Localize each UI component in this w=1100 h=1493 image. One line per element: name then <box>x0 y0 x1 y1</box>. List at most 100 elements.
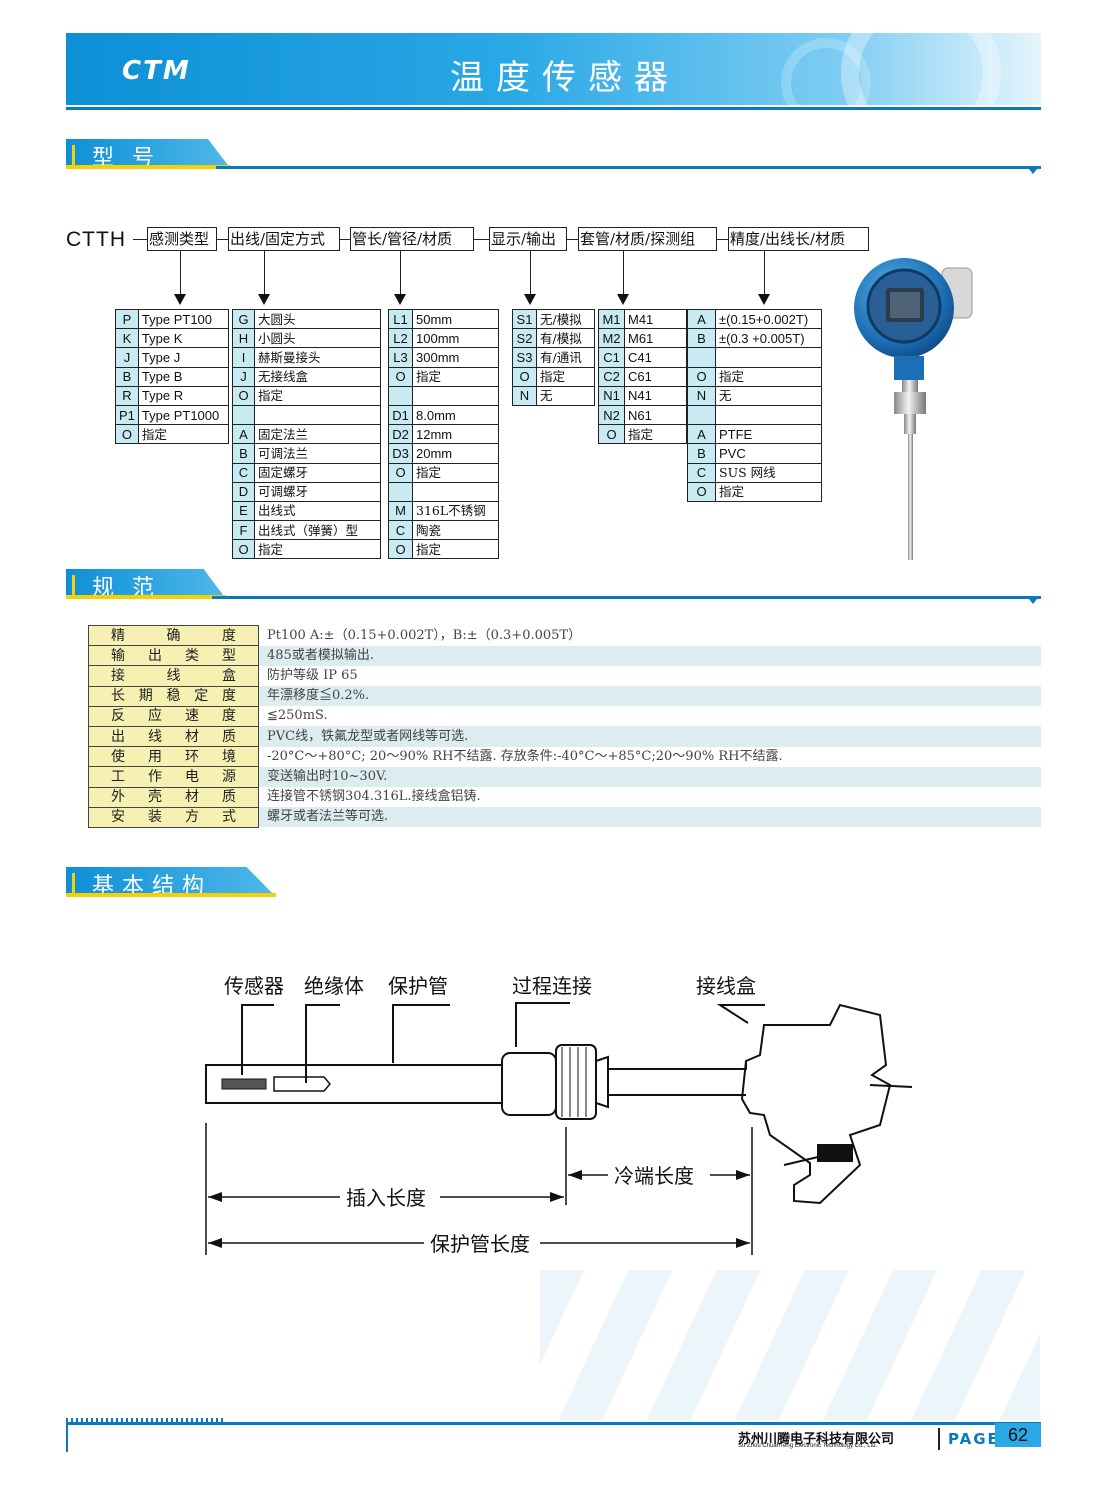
code-value: 赫斯曼接头 <box>254 347 381 368</box>
field-connector <box>340 239 350 240</box>
code-key: N1 <box>598 385 625 406</box>
code-key: D <box>232 481 255 502</box>
field-drop-line <box>530 251 531 296</box>
footer-decoration <box>66 1418 226 1422</box>
spec-value: PVC线，铁氟龙型或者网线等可选. <box>258 726 1041 747</box>
code-key: C <box>687 462 716 483</box>
down-arrow-icon <box>258 294 270 305</box>
code-key: D2 <box>388 424 413 445</box>
down-arrow-icon <box>524 294 536 305</box>
dim-insertion-length: 插入长度 <box>346 1186 426 1210</box>
code-value: 指定 <box>412 462 499 483</box>
field-drop-line <box>764 251 765 296</box>
code-value: 指定 <box>715 481 822 502</box>
label-process-connection: 过程连接 <box>512 974 592 998</box>
model-field-4: 显示/输出 <box>489 227 567 251</box>
code-key: N2 <box>598 404 625 426</box>
model-field-3: 管长/管径/材质 <box>350 227 474 251</box>
label-sensor: 传感器 <box>224 974 284 998</box>
structure-diagram: 传感器 绝缘体 保护管 过程连接 接线盒 冷端长度 插入长度 保护管长度 <box>205 974 913 1256</box>
spec-label: 长期稳定度 <box>88 685 259 707</box>
code-row: B±(0.3 +0.005T) <box>687 328 822 349</box>
code-key: O <box>388 539 413 560</box>
code-key <box>388 481 413 502</box>
code-key: M <box>388 500 413 522</box>
code-value: Type PT100 <box>137 308 229 330</box>
code-value: 300mm <box>412 347 499 368</box>
code-key: L3 <box>388 347 413 368</box>
code-value: C61 <box>624 366 687 387</box>
spec-row: 长期稳定度年漂移度≦0.2%. <box>88 685 1041 707</box>
code-key: S2 <box>512 328 537 349</box>
section-header-model: 型号 <box>66 139 1041 174</box>
spec-value: 连接管不锈钢304.316L.接线盒铝铸. <box>267 789 481 805</box>
code-value: 指定 <box>254 385 381 406</box>
page-number: 62 <box>995 1423 1041 1447</box>
spec-value: 年漂移度≦0.2%. <box>258 686 1041 707</box>
code-key: N <box>512 385 537 406</box>
spec-value: 485或者模拟输出. <box>258 645 1041 666</box>
spec-value: -20°C～+80°C; 20～90% RH不结露. 存放条件:-40°C～+8… <box>267 748 783 764</box>
field-connector <box>217 239 228 240</box>
spec-label: 输出类型 <box>88 645 259 667</box>
label-protection-tube: 保护管 <box>388 974 448 998</box>
model-prefix: CTTH <box>66 228 126 251</box>
code-value: 指定 <box>624 424 687 445</box>
code-value: Type R <box>137 385 229 406</box>
code-value <box>412 385 499 406</box>
code-value: 50mm <box>412 308 499 330</box>
code-value <box>715 347 822 368</box>
code-key: O <box>232 385 255 406</box>
code-key: I <box>232 347 255 368</box>
code-value <box>412 481 499 502</box>
code-key: M2 <box>598 328 625 349</box>
page-label: PAGE <box>948 1430 1000 1448</box>
code-key: A <box>687 424 716 445</box>
field-drop-line <box>623 251 624 296</box>
code-value: 100mm <box>412 328 499 349</box>
code-key: N <box>687 385 716 406</box>
down-arrow-icon <box>394 294 406 305</box>
section-header-spec: 规范 <box>66 569 1041 604</box>
code-value: 小圆头 <box>254 328 381 349</box>
code-value: 有/模拟 <box>536 328 595 349</box>
page-title: 温度传感器 <box>450 58 680 98</box>
code-value: Type PT1000 <box>137 404 229 426</box>
product-photo <box>854 258 973 560</box>
spec-row: 接线盒防护等级 IP 65 <box>88 665 1041 687</box>
code-key: O <box>388 462 413 483</box>
code-value: Type B <box>137 366 229 387</box>
spec-label: 精确度 <box>88 624 259 647</box>
